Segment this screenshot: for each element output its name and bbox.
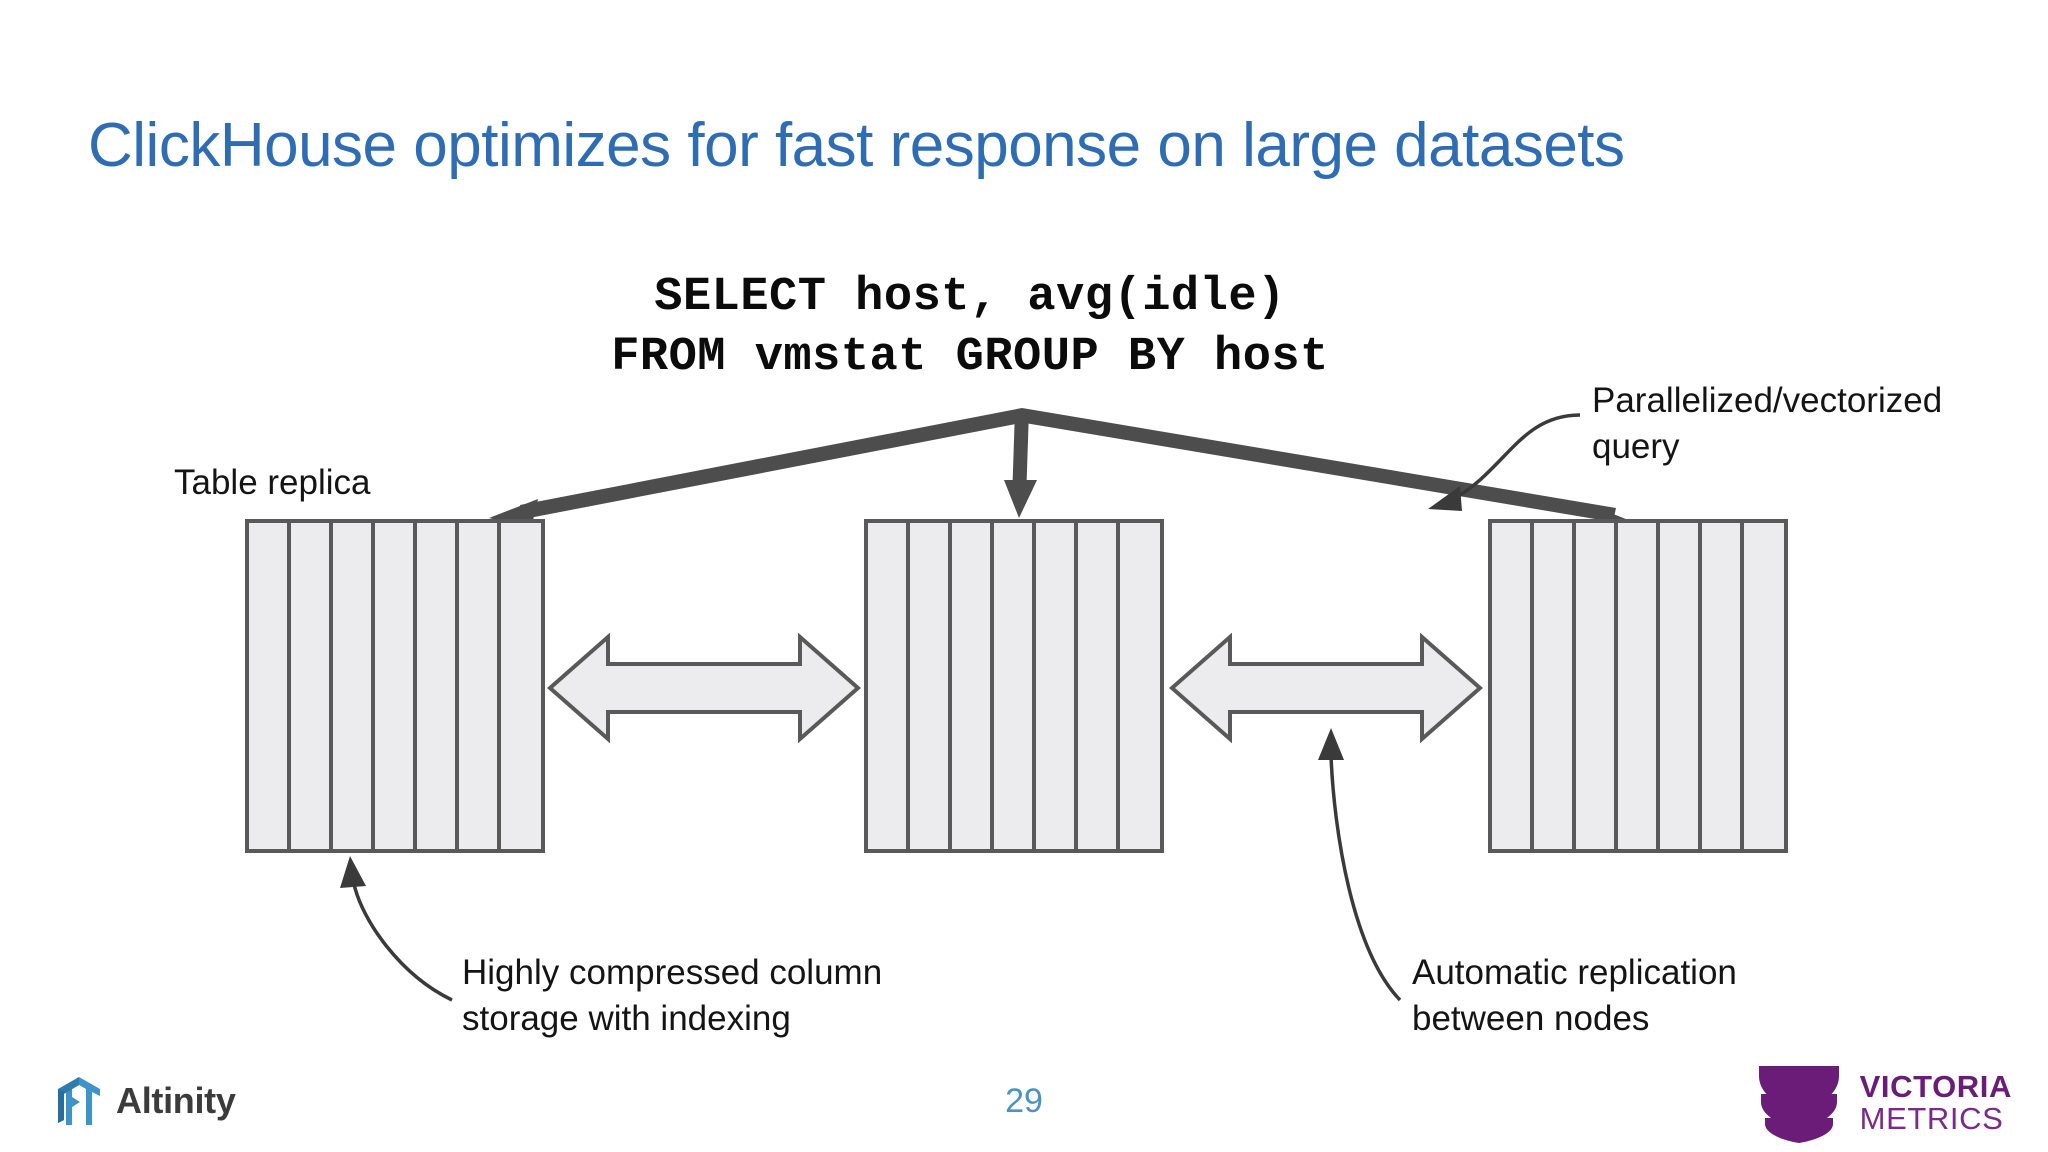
victoriametrics-logo-icon xyxy=(1758,1066,1839,1143)
altinity-branding: Altinity xyxy=(56,1075,236,1127)
replica-2-column-5 xyxy=(1032,519,1078,853)
table-replica-block-3 xyxy=(1488,519,1788,853)
victoriametrics-branding: VICTORIA METRICS xyxy=(1756,1062,2012,1144)
replica-3-column-3 xyxy=(1572,519,1618,853)
replica-1-column-4 xyxy=(371,519,417,853)
sql-line-2: FROM vmstat GROUP BY host xyxy=(611,331,1329,385)
query-arrow-right xyxy=(1019,408,1616,522)
replica-2-column-3 xyxy=(948,519,994,853)
query-arrow-left xyxy=(520,408,1026,519)
sql-line-1: SELECT host, avg(idle) xyxy=(654,271,1286,324)
replica-1-column-2 xyxy=(287,519,333,853)
callout-replication-arrowhead xyxy=(1318,728,1344,760)
callout-compressed-arrowhead xyxy=(340,856,366,888)
replication-arrow-2 xyxy=(1168,632,1484,744)
replica-2-column-6 xyxy=(1074,519,1120,853)
label-parallelized-query: Parallelized/vectorized query xyxy=(1592,381,1943,467)
replica-3-column-2 xyxy=(1530,519,1576,853)
query-arrow-middle-head xyxy=(1004,480,1037,518)
replica-3-column-7 xyxy=(1740,519,1788,853)
label-automatic-replication: Automatic replication between nodes xyxy=(1412,953,1737,1039)
callout-parallelized-arrowhead xyxy=(1428,486,1462,511)
replica-1-column-3 xyxy=(329,519,375,853)
replica-2-column-2 xyxy=(906,519,952,853)
victoriametrics-wordmark: VICTORIA METRICS xyxy=(1860,1071,2012,1134)
query-distribution-arrows xyxy=(489,408,1646,538)
query-arrow-middle xyxy=(1012,410,1029,500)
metrics-text: METRICS xyxy=(1859,1101,2004,1136)
replica-2-column-1 xyxy=(864,519,910,853)
replica-1-column-7 xyxy=(497,519,545,853)
sql-query-block: SELECT host, avg(idle) FROM vmstat GROUP… xyxy=(520,268,1420,388)
replica-3-column-4 xyxy=(1614,519,1660,853)
callout-replication xyxy=(1329,755,1402,1002)
label-compressed-storage: Highly compressed column storage with in… xyxy=(462,953,883,1039)
page-number: 29 xyxy=(1005,1082,1043,1120)
replica-2-column-4 xyxy=(990,519,1036,853)
table-replica-block-2 xyxy=(864,519,1164,853)
altinity-logo-icon xyxy=(58,1077,100,1125)
replication-arrow-1 xyxy=(546,632,862,744)
victoria-text: VICTORIA xyxy=(1859,1069,2012,1105)
callout-parallelized xyxy=(1451,413,1581,502)
replica-1-column-6 xyxy=(455,519,501,853)
callout-compressed xyxy=(352,883,453,1002)
replica-2-column-7 xyxy=(1116,519,1164,853)
replica-3-column-6 xyxy=(1698,519,1744,853)
replica-1-column-5 xyxy=(413,519,459,853)
page-title: ClickHouse optimizes for fast response o… xyxy=(88,111,1625,180)
label-table-replica: Table replica xyxy=(174,463,371,502)
replica-3-column-1 xyxy=(1488,519,1534,853)
altinity-wordmark: Altinity xyxy=(116,1080,236,1121)
replica-1-column-1 xyxy=(245,519,291,853)
replica-3-column-5 xyxy=(1656,519,1702,853)
table-replica-block-1 xyxy=(245,519,545,853)
